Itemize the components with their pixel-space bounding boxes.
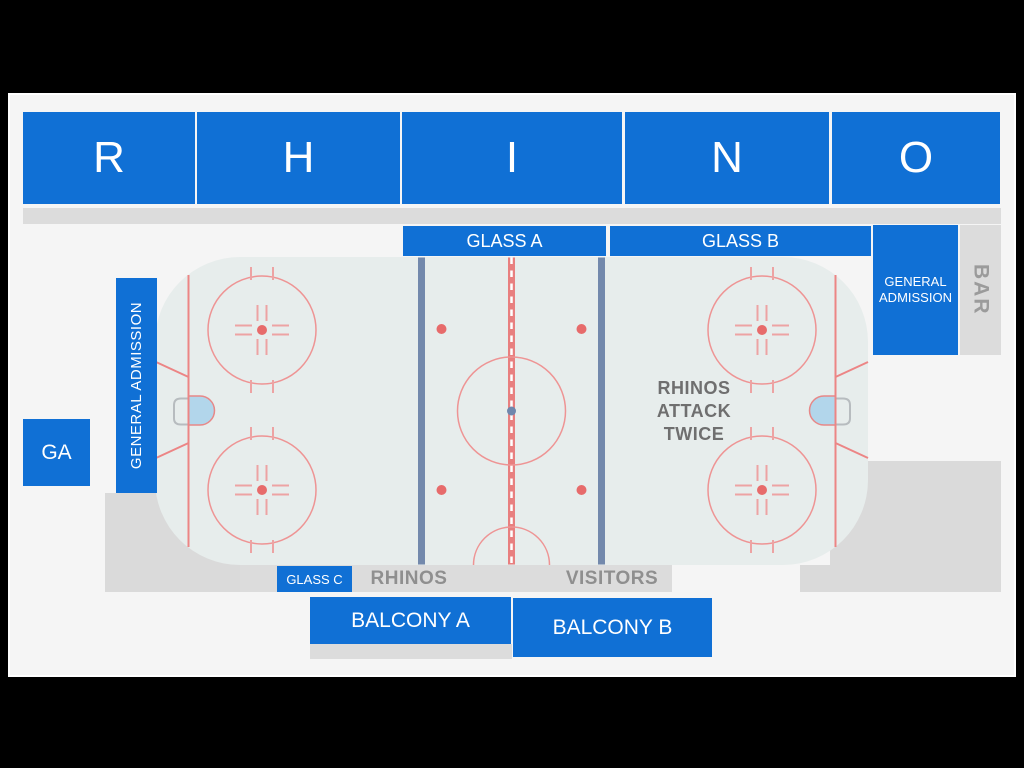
section-n[interactable]: N [625, 112, 829, 204]
goal-lines [155, 275, 869, 547]
goal-net-left [173, 397, 188, 426]
section-glass-c[interactable]: GLASS C [277, 566, 352, 592]
walkway-strip-balcony [310, 644, 512, 659]
goal-net-right [836, 397, 851, 426]
glass-c-label: GLASS C [286, 571, 343, 587]
rink-note-line1: RHINOS [657, 378, 731, 398]
referee-crease [472, 526, 551, 566]
section-glass-a[interactable]: GLASS A [403, 226, 606, 256]
section-glass-b[interactable]: GLASS B [610, 226, 871, 256]
section-general-admission-left[interactable]: GENERAL ADMISSION [116, 278, 157, 493]
balcony-b-label: BALCONY B [552, 615, 673, 639]
corner-zone-bottom-right-ext [800, 565, 831, 592]
bar-zone: BAR [960, 225, 1001, 355]
section-balcony-b[interactable]: BALCONY B [513, 598, 712, 657]
section-i[interactable]: I [402, 112, 622, 204]
neutral-faceoff-dots [436, 324, 587, 495]
center-dot [507, 406, 516, 416]
section-h-label: H [282, 133, 315, 182]
walkway-strip-top [23, 208, 1001, 224]
glass-b-label: GLASS B [701, 230, 780, 251]
rink-note-line2: ATTACK [656, 401, 732, 421]
section-o-label: O [898, 133, 934, 182]
section-i-label: I [505, 133, 519, 182]
ga-label: GA [41, 440, 72, 464]
section-h[interactable]: H [197, 112, 400, 204]
rink-note-line3: TWICE [663, 424, 725, 444]
visitors-bench-label: VISITORS [565, 568, 659, 589]
rink-note: RHINOS ATTACK TWICE [619, 377, 769, 446]
center-circle [456, 356, 567, 466]
section-ga[interactable]: GA [23, 419, 90, 486]
general-admission-right-label: GENERAL ADMISSION [879, 274, 952, 305]
goal-crease-right [808, 395, 837, 426]
section-r-label: R [93, 133, 125, 182]
goal-crease-left [187, 395, 216, 426]
balcony-a-label: BALCONY A [351, 608, 470, 632]
section-o[interactable]: O [832, 112, 1000, 204]
section-balcony-a[interactable]: BALCONY A [310, 597, 511, 644]
section-r[interactable]: R [23, 112, 195, 204]
general-admission-left-label: GENERAL ADMISSION [128, 301, 145, 470]
home-bench-label: RHINOS [370, 568, 448, 589]
section-n-label: N [711, 133, 743, 182]
section-general-admission-right[interactable]: GENERAL ADMISSION [873, 225, 958, 355]
bar-label: BAR [969, 264, 993, 316]
glass-a-label: GLASS A [466, 230, 543, 251]
ice-rink [155, 257, 869, 566]
